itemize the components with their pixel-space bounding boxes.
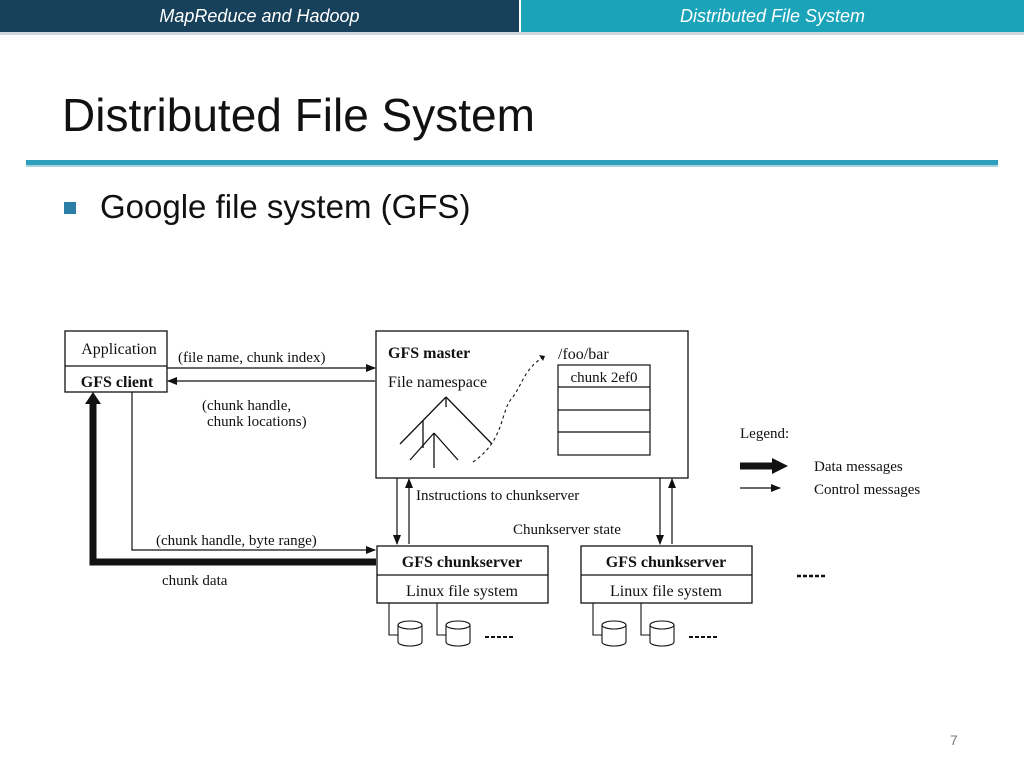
gfs-master-box: GFS master File namespace /foo/bar chunk… bbox=[375, 330, 689, 479]
chunk-handle-line2: chunk locations) bbox=[207, 414, 307, 430]
file-namespace-label: File namespace bbox=[388, 374, 487, 391]
header-underline bbox=[0, 32, 1024, 35]
bullet-text: Google file system (GFS) bbox=[100, 188, 471, 225]
linux-fs-2-label: Linux file system bbox=[610, 583, 723, 600]
chunk-handle-line1: (chunk handle, bbox=[202, 398, 291, 414]
file-name-chunk-index-label: (file name, chunk index) bbox=[178, 350, 325, 366]
chunk-table: chunk 2ef0 bbox=[557, 364, 651, 456]
disk-icon bbox=[649, 620, 675, 647]
chunkserver-1-label: GFS chunkserver bbox=[402, 554, 522, 571]
bullet-square-icon bbox=[64, 202, 76, 214]
namespace-tree-icon bbox=[399, 396, 493, 468]
disk-icon bbox=[601, 620, 627, 647]
linux-fs-1-label: Linux file system bbox=[406, 583, 519, 600]
title-rule-shadow bbox=[26, 165, 998, 167]
chunkserver-2-label: GFS chunkserver bbox=[606, 554, 726, 571]
slide-title: Distributed File System bbox=[62, 89, 535, 141]
chunk-data-label: chunk data bbox=[162, 573, 228, 589]
legend: Legend: Data messages Control messages bbox=[740, 426, 920, 498]
disk-icon bbox=[397, 620, 423, 647]
title-rule bbox=[26, 160, 998, 165]
chunkserver-state-label: Chunkserver state bbox=[513, 522, 621, 538]
instructions-label: Instructions to chunkserver bbox=[416, 488, 579, 504]
chunk-handle-byte-range-label: (chunk handle, byte range) bbox=[156, 533, 317, 549]
legend-title: Legend: bbox=[740, 426, 789, 442]
header-section-left: MapReduce and Hadoop bbox=[0, 0, 519, 32]
application-box: Application GFS client bbox=[64, 330, 168, 393]
path-label: /foo/bar bbox=[558, 346, 609, 363]
disk-icon bbox=[445, 620, 471, 647]
legend-data-messages: Data messages bbox=[814, 459, 903, 475]
chunkserver-box-2: GFS chunkserver Linux file system bbox=[580, 545, 753, 604]
legend-control-messages: Control messages bbox=[814, 482, 920, 498]
header-separator bbox=[518, 0, 521, 32]
client-to-chunkserver-line bbox=[131, 392, 376, 554]
disk-group-2 bbox=[592, 603, 719, 647]
chunkserver-box-1: GFS chunkserver Linux file system bbox=[376, 545, 549, 604]
gfs-client-label: GFS client bbox=[81, 374, 154, 391]
chunk-data-arrow bbox=[89, 403, 376, 566]
chunk-label: chunk 2ef0 bbox=[570, 370, 637, 386]
header-section-right: Distributed File System bbox=[520, 0, 1024, 32]
slide-header: MapReduce and Hadoop Distributed File Sy… bbox=[0, 0, 1024, 32]
gfs-master-label: GFS master bbox=[388, 345, 470, 362]
application-label: Application bbox=[81, 341, 157, 358]
page-number: 7 bbox=[950, 732, 958, 748]
disk-group-1 bbox=[388, 603, 515, 647]
